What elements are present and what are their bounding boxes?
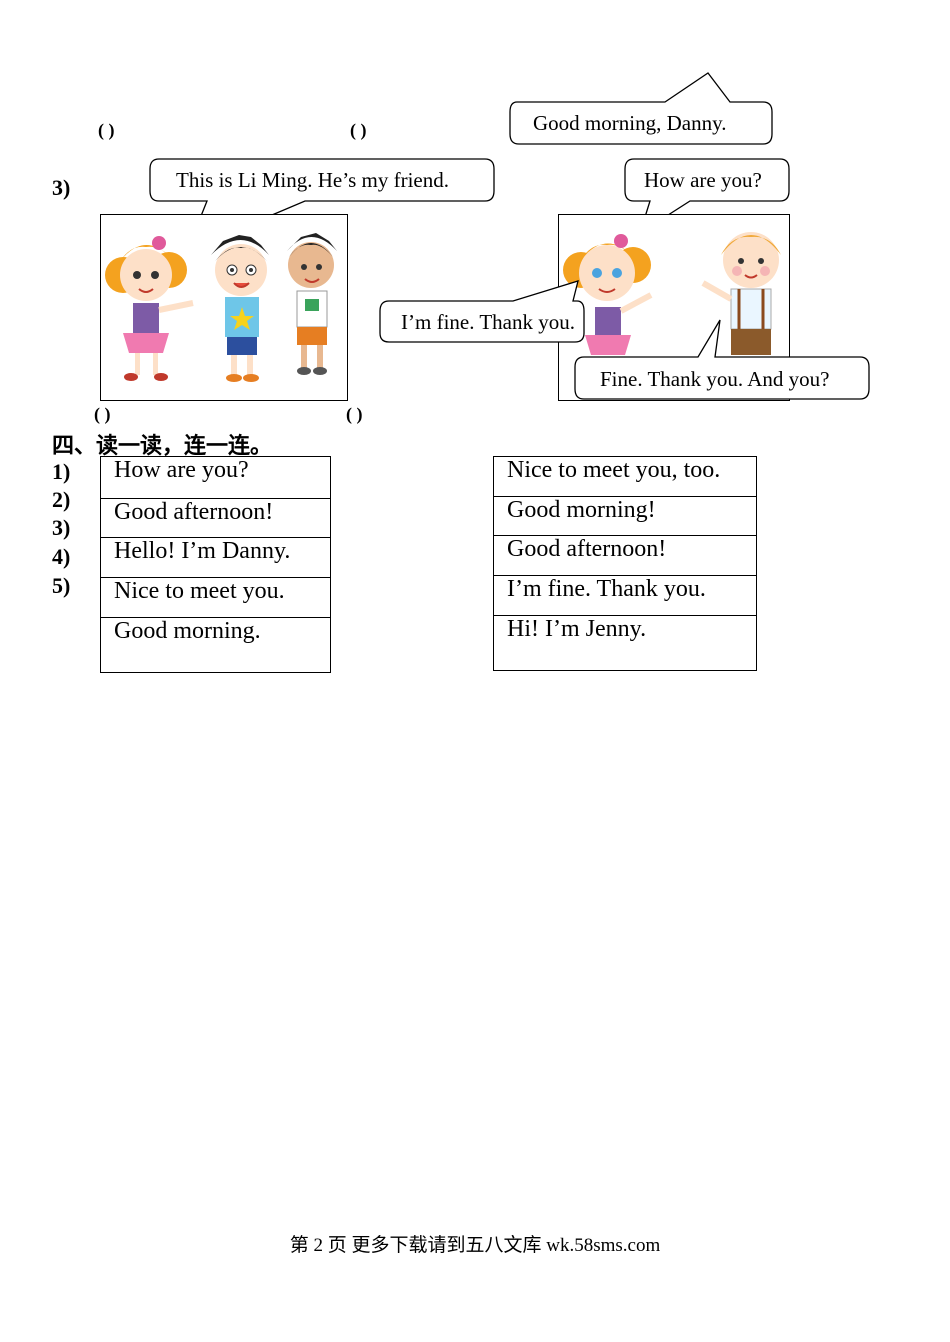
speech-bubble-fine-and-you: [574, 319, 870, 400]
left-phrase-2[interactable]: Good afternoon!: [100, 498, 331, 538]
left-phrase-4[interactable]: Nice to meet you.: [100, 577, 331, 618]
right-phrase-1[interactable]: Nice to meet you, too.: [493, 456, 757, 497]
children-illustration: [105, 233, 337, 382]
right-phrase-5[interactable]: Hi! I’m Jenny.: [493, 615, 757, 671]
answer-parens-1: ( ): [98, 120, 115, 140]
left-phrase-1[interactable]: How are you?: [100, 456, 331, 499]
right-phrase-2[interactable]: Good morning!: [493, 496, 757, 536]
item-number-1: 1): [52, 459, 71, 484]
left-phrase-table: How are you? Good afternoon! Hello! I’m …: [100, 456, 331, 673]
answer-parens-2: ( ): [350, 120, 367, 140]
page-footer: 第 2 页 更多下载请到五八文库 wk.58sms.com: [289, 1235, 661, 1256]
bubble-text-good-morning: Good morning, Danny.: [533, 111, 727, 135]
right-phrase-3[interactable]: Good afternoon!: [493, 535, 757, 576]
bubble-text-im-fine: I’m fine. Thank you.: [401, 310, 575, 334]
section-title: 四、读一读，连一连。: [52, 434, 273, 459]
left-phrase-3[interactable]: Hello! I’m Danny.: [100, 537, 331, 578]
answer-parens-4: ( ): [346, 404, 363, 424]
question-number-3: 3): [52, 175, 71, 200]
item-number-3: 3): [52, 515, 71, 540]
right-phrase-4[interactable]: I’m fine. Thank you.: [493, 575, 757, 616]
bubble-text-this-is-li-ming: This is Li Ming. He’s my friend.: [176, 168, 449, 192]
bubble-text-how-are-you: How are you?: [644, 168, 762, 192]
speech-bubble-good-morning: [509, 72, 773, 145]
picture-three-children: [100, 214, 348, 401]
item-number-2: 2): [52, 487, 71, 512]
left-phrase-5[interactable]: Good morning.: [100, 617, 331, 673]
item-number-4: 4): [52, 544, 71, 569]
bubble-text-fine-and-you: Fine. Thank you. And you?: [600, 367, 830, 391]
right-phrase-table: Nice to meet you, too. Good morning! Goo…: [493, 456, 757, 671]
girl-boy-illustration: [563, 232, 781, 355]
speech-bubble-im-fine: [379, 280, 585, 343]
answer-parens-3: ( ): [94, 404, 111, 424]
item-number-5: 5): [52, 573, 71, 598]
